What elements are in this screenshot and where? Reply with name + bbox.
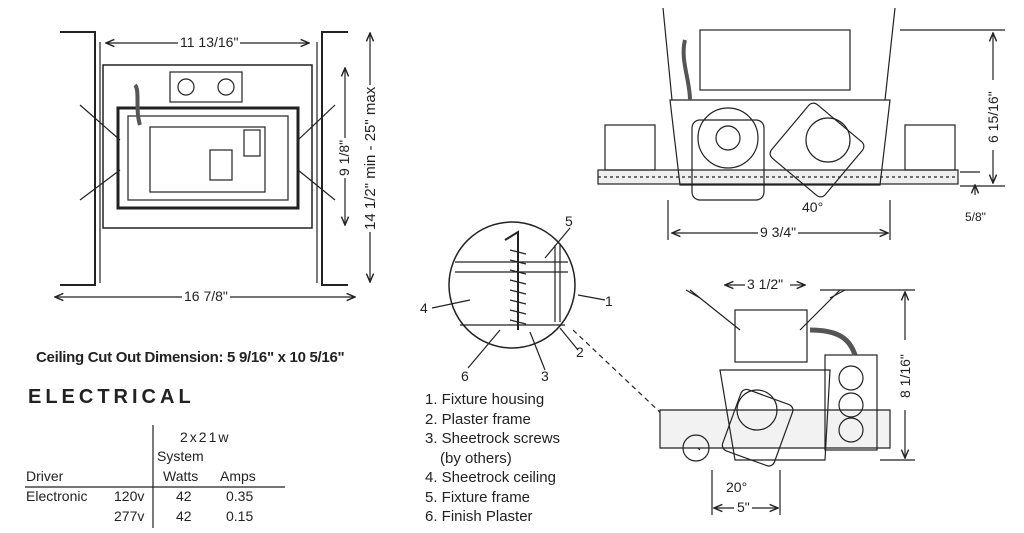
row-voltage: 120v <box>114 488 145 504</box>
legend-item: 1. Fixture housing <box>425 391 545 408</box>
end-height-label: 8 1/16" <box>897 352 913 400</box>
row-amps: 0.15 <box>226 508 254 524</box>
callout-5: 5 <box>565 213 573 229</box>
row-voltage: 277v <box>114 508 145 524</box>
callout-6: 6 <box>461 368 469 384</box>
row-driver: Electronic <box>26 488 88 504</box>
end-tilt-label: 20° <box>724 479 750 495</box>
plan-view <box>55 31 370 297</box>
end-top-width-label: 3 1/2" <box>745 276 786 292</box>
header-lamp: 2x21w <box>180 429 231 445</box>
legend-item: 3. Sheetrock screws <box>425 430 561 447</box>
callout-2: 2 <box>576 344 584 360</box>
header-amps: Amps <box>220 468 256 484</box>
callout-4: 4 <box>420 300 428 316</box>
side-tilt-label: 40° <box>800 199 826 215</box>
side-view <box>597 7 1005 240</box>
plan-width-overall-label: 16 7/8" <box>182 288 230 304</box>
header-watts: Watts <box>163 468 199 484</box>
ceiling-cutout-dimension: Ceiling Cut Out Dimension: 5 9/16" x 10 … <box>36 349 345 366</box>
header-system: System <box>157 448 204 464</box>
plan-joist-span-label: 14 1/2" min - 25" max <box>362 84 379 232</box>
row-watts: 42 <box>176 488 192 504</box>
plan-depth-inner-label: 9 1/8" <box>336 137 352 178</box>
legend-item: 2. Plaster frame <box>425 411 531 428</box>
row-amps: 0.35 <box>226 488 254 504</box>
row-watts: 42 <box>176 508 192 524</box>
end-aperture-label: 5" <box>735 499 752 515</box>
header-driver: Driver <box>26 468 64 484</box>
legend-item: 4. Sheetrock ceiling <box>425 469 556 486</box>
legend-item: (by others) <box>440 450 512 467</box>
side-width-label: 9 3/4" <box>758 224 799 240</box>
callout-1: 1 <box>605 293 613 309</box>
plan-width-inner-label: 11 13/16" <box>178 34 241 50</box>
end-view <box>659 285 915 515</box>
flange-label: 5/8" <box>963 210 988 224</box>
legend-item: 6. Finish Plaster <box>425 508 533 525</box>
legend-item: 5. Fixture frame <box>425 489 531 506</box>
electrical-heading: ELECTRICAL <box>28 386 195 408</box>
side-height-label: 6 15/16" <box>985 89 1001 145</box>
callout-3: 3 <box>541 368 549 384</box>
